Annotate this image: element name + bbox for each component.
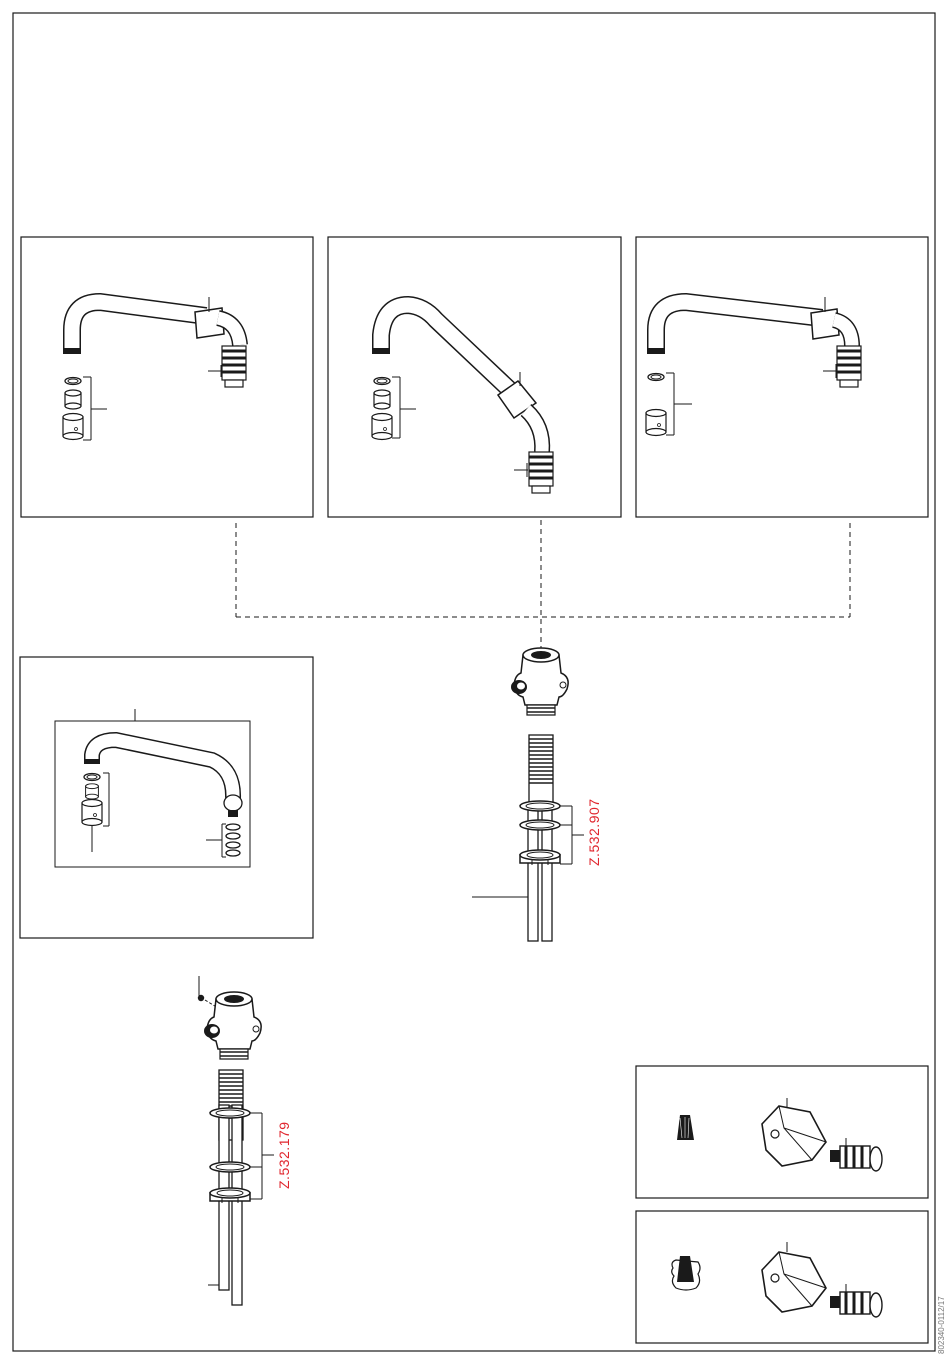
valve-assembly-upper: Z.532.907 [472,648,602,941]
washer-set-reference-upper: Z.532.907 [586,798,602,866]
dashed-connector-lines [236,520,850,648]
panel-fixed-spout [20,657,313,938]
panel-spout-option-1 [21,237,313,517]
panel-handle-set-2 [636,1211,928,1343]
grub-screw [198,995,204,1001]
panel-spout-option-3 [636,237,928,517]
panel-handle-set-1 [636,1066,928,1198]
panel-spout-option-2 [328,237,621,517]
valve-assembly-lower: Z.532.179 [198,976,292,1305]
document-code: 802340-0112/17 [937,1296,946,1354]
washer-set-reference-lower: Z.532.179 [276,1121,292,1189]
